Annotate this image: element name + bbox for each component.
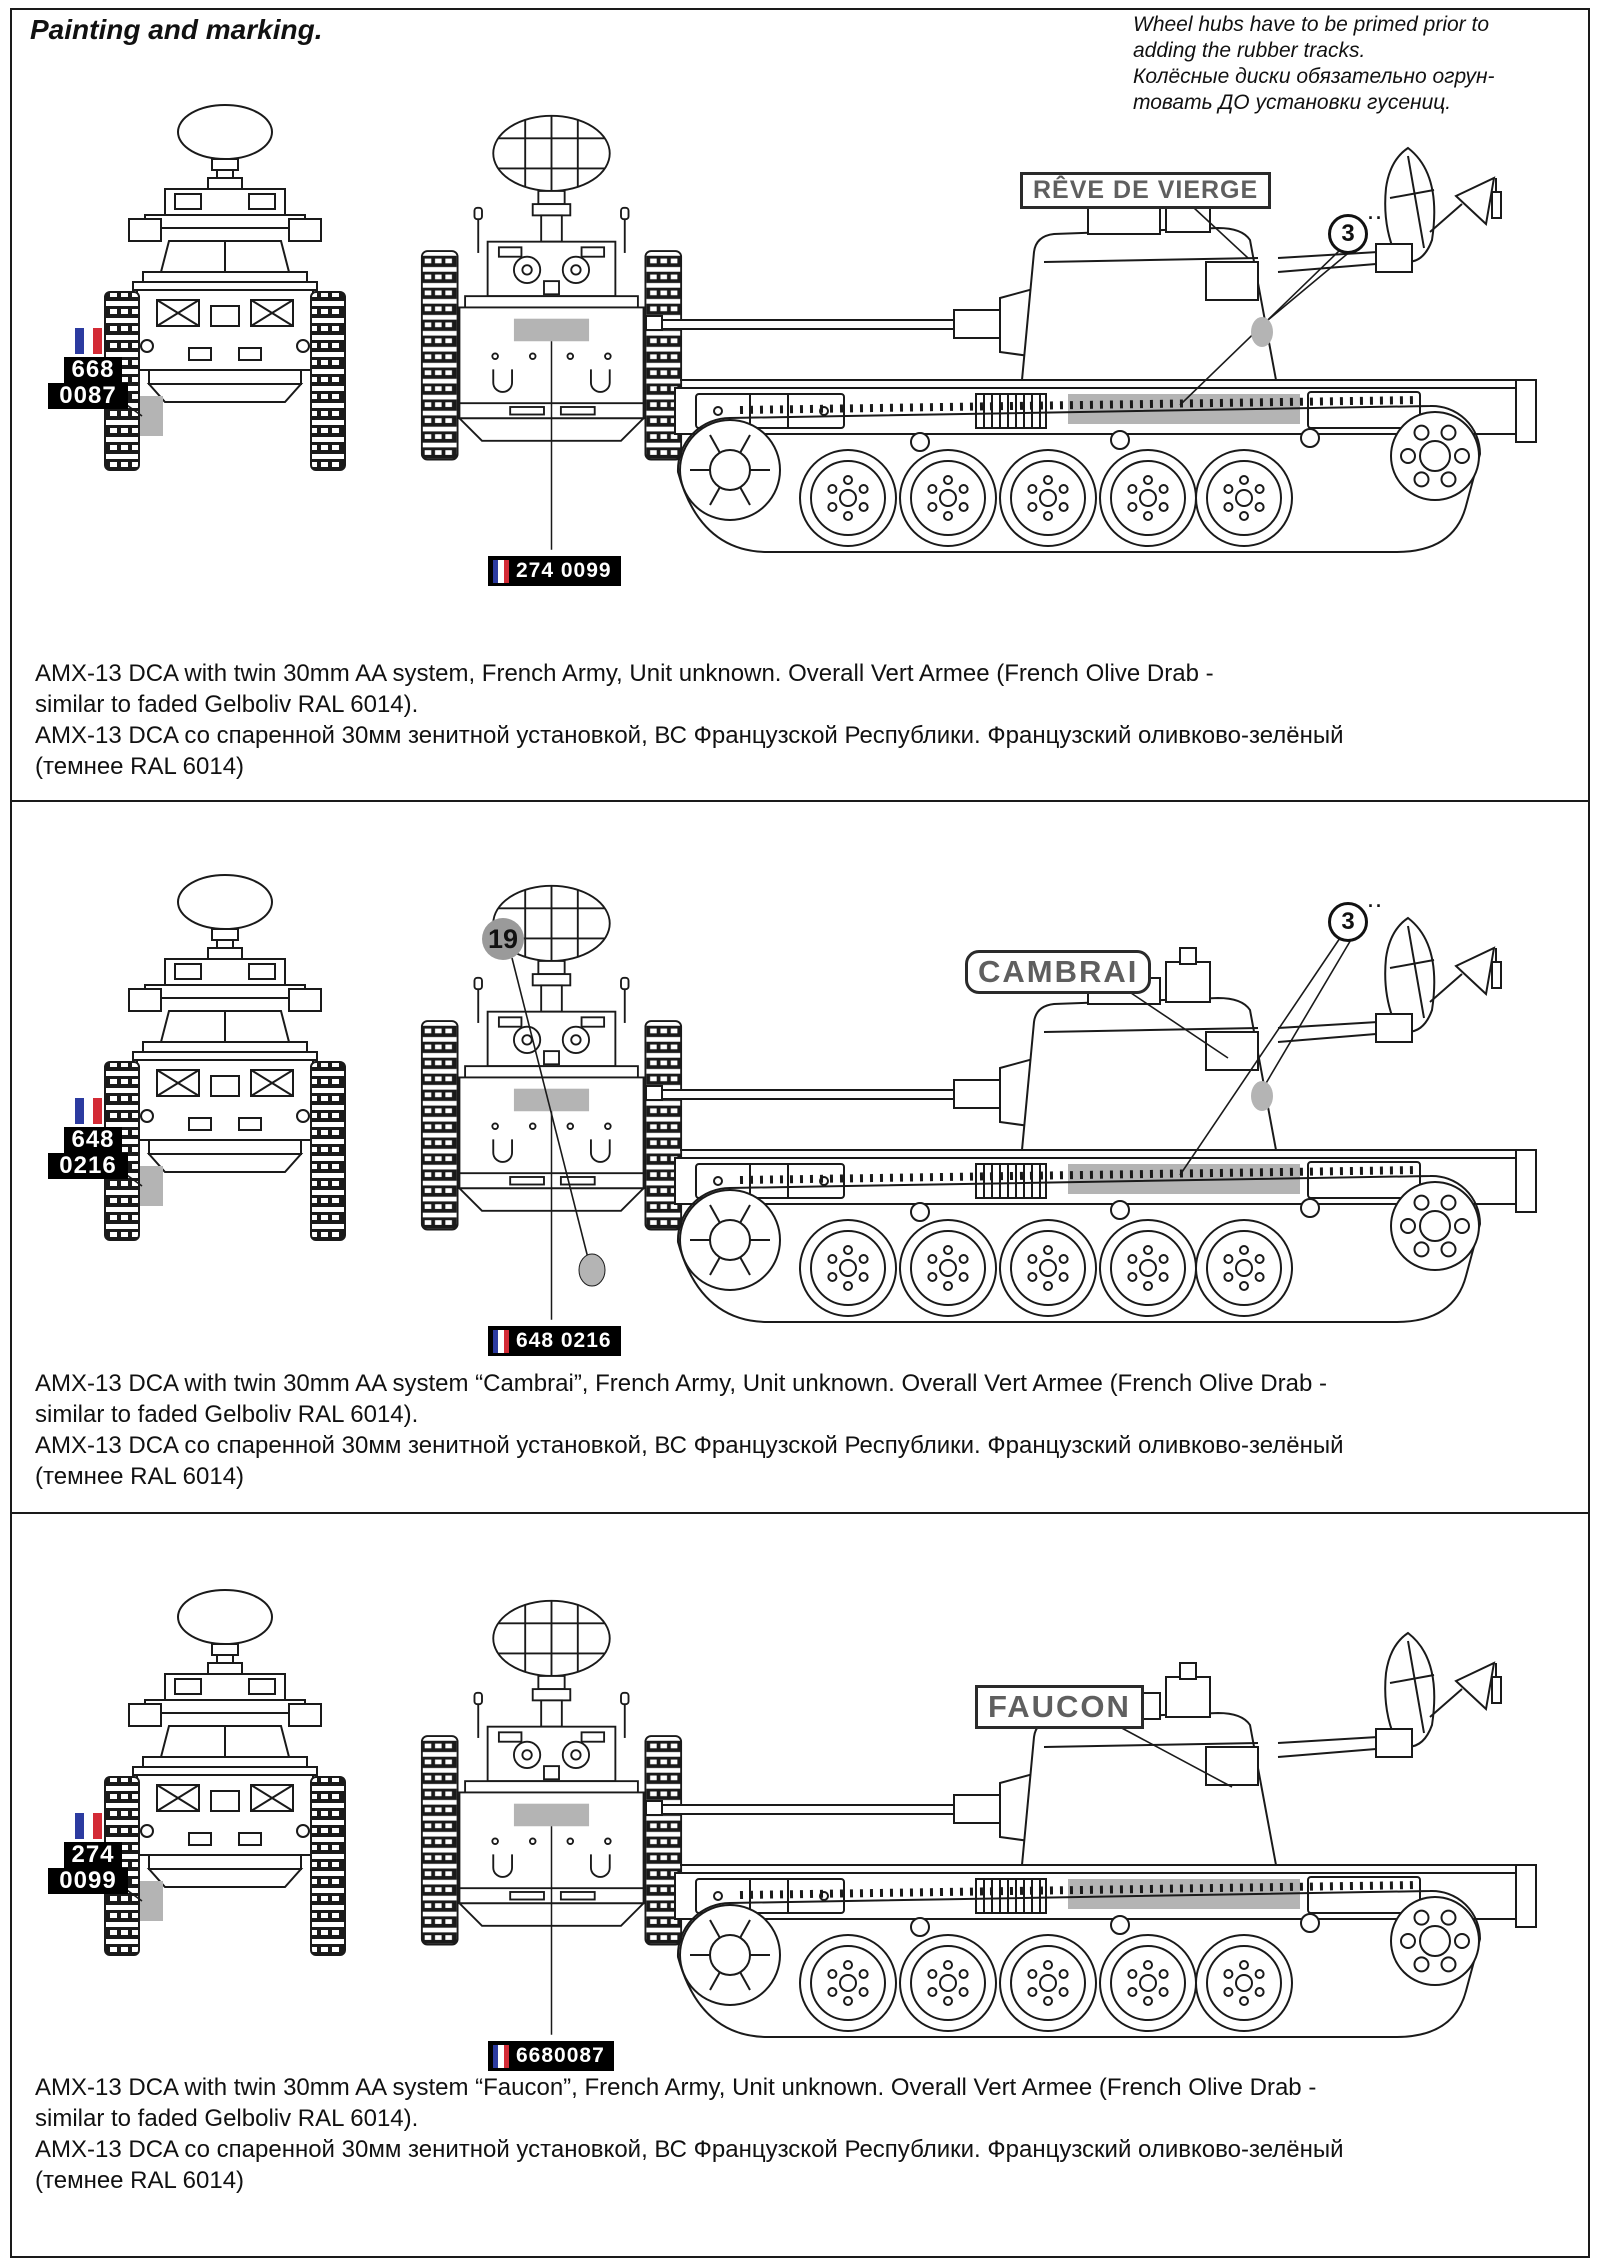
note-line: Wheel hubs have to be primed prior to — [1133, 13, 1490, 36]
page-border — [10, 8, 1590, 2258]
french-flag-icon — [493, 1329, 509, 1353]
callout-decal-3: 3 — [1328, 214, 1368, 254]
section-divider — [10, 800, 1590, 802]
registration-plate-front: 274 0099 — [48, 1813, 144, 1894]
caption-line: similar to faded Gelboliv RAL 6014). — [35, 691, 419, 718]
page-title: Painting and marking. — [30, 14, 323, 45]
french-flag-icon — [75, 1098, 144, 1124]
caption-line: AMX-13 DCA со спаренной 30мм зенитной ус… — [35, 722, 1344, 749]
registration-plate-front: 668 0087 — [48, 328, 144, 409]
plate-number: 274 — [64, 1842, 122, 1868]
caption-line: (темнее RAL 6014) — [35, 2167, 245, 2194]
caption-line: AMX-13 DCA with twin 30mm AA system “Fau… — [35, 2074, 1317, 2101]
plate-number: 274 0099 — [516, 559, 612, 582]
vehicle-name-plate: CAMBRAI — [965, 950, 1152, 994]
caption-line: AMX-13 DCA со спаренной 30мм зенитной ус… — [35, 2136, 1344, 2163]
marking-scheme-1: 668 0087 274 0099 RÊVE DE VIERGE 3 ·· AM… — [0, 100, 1600, 800]
vehicle-name-plate: FAUCON — [975, 1685, 1144, 1729]
note-line: adding the rubber tracks. — [1133, 39, 1366, 62]
caption-line: (темнее RAL 6014) — [35, 753, 245, 780]
scheme-caption: AMX-13 DCA with twin 30mm AA system, Fre… — [35, 658, 1575, 782]
plate-number: 0216 — [48, 1153, 128, 1179]
caption-line: AMX-13 DCA со спаренной 30мм зенитной ус… — [35, 1432, 1344, 1459]
note-line: товать ДО установки гусениц. — [1133, 91, 1452, 114]
callout-part-19: 19 — [482, 918, 524, 960]
french-flag-icon — [493, 2044, 509, 2068]
plate-number: 6680087 — [516, 2044, 605, 2067]
vehicle-name-plate: RÊVE DE VIERGE — [1020, 172, 1272, 209]
caption-line: similar to faded Gelboliv RAL 6014). — [35, 1401, 419, 1428]
registration-plate-rear: 274 0099 — [488, 556, 621, 586]
caption-line: (темнее RAL 6014) — [35, 1463, 245, 1490]
note-line: Колёсные диски обязательно огрун- — [1133, 65, 1495, 88]
scheme-caption: AMX-13 DCA with twin 30mm AA system “Cam… — [35, 1368, 1575, 1492]
plate-number: 648 0216 — [516, 1329, 612, 1352]
french-flag-icon — [75, 1813, 144, 1839]
marking-scheme-3: 274 0099 6680087 FAUCON AMX-13 DCA with … — [0, 1585, 1600, 2225]
registration-plate-rear: 648 0216 — [488, 1326, 621, 1356]
section-divider — [10, 1512, 1590, 1514]
marking-scheme-2: 648 0216 648 0216 CAMBRAI 19 3 ·· AMX-13… — [0, 870, 1600, 1510]
tank-front-view — [104, 1589, 346, 1956]
callout-dots: ·· — [1368, 896, 1384, 916]
plate-number: 648 — [64, 1127, 122, 1153]
registration-plate-front: 648 0216 — [48, 1098, 144, 1179]
caption-line: AMX-13 DCA with twin 30mm AA system “Cam… — [35, 1370, 1327, 1397]
plate-number: 668 — [64, 357, 122, 383]
plate-number: 0087 — [48, 383, 128, 409]
caption-line: similar to faded Gelboliv RAL 6014). — [35, 2105, 419, 2132]
callout-dots: ·· — [1368, 208, 1384, 228]
scheme-caption: AMX-13 DCA with twin 30mm AA system “Fau… — [35, 2072, 1575, 2196]
plate-number: 0099 — [48, 1868, 128, 1894]
callout-decal-3: 3 — [1328, 902, 1368, 942]
tank-front-view — [104, 874, 346, 1241]
french-flag-icon — [75, 328, 144, 354]
priming-note: Wheel hubs have to be primed prior to ad… — [1133, 12, 1588, 116]
tank-front-view — [104, 104, 346, 471]
registration-plate-rear: 6680087 — [488, 2041, 614, 2071]
caption-line: AMX-13 DCA with twin 30mm AA system, Fre… — [35, 660, 1214, 687]
french-flag-icon — [493, 559, 509, 583]
